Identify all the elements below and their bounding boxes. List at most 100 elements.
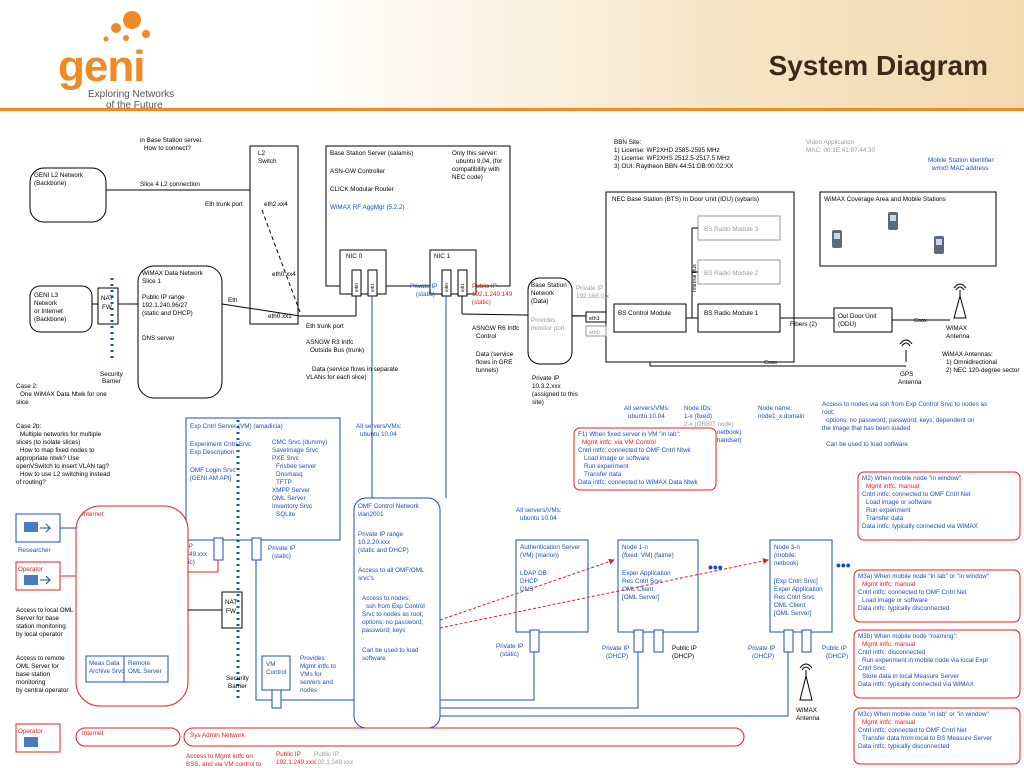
svg-text:Public IP: Public IP <box>314 751 339 758</box>
svg-text:Public IP: Public IP <box>472 283 497 290</box>
svg-text:openVSwitch to insert VLAN tag: openVSwitch to insert VLAN tag? <box>16 463 110 470</box>
svg-text:tunnels): tunnels) <box>476 367 498 374</box>
svg-text:Public IP: Public IP <box>672 645 697 652</box>
ellipsis-1: ••• <box>708 559 723 575</box>
svg-text:NAT: NAT <box>225 599 237 606</box>
researcher-label: Researcher <box>18 547 51 554</box>
svg-text:Provides: Provides <box>300 655 325 662</box>
svg-text:192.1.249.xxx: 192.1.249.xxx <box>314 759 354 766</box>
svg-text:eth0.xx4: eth0.xx4 <box>272 271 296 278</box>
svg-text:VLANs for each slice): VLANs for each slice) <box>306 374 367 381</box>
svg-text:DNS server: DNS server <box>142 335 175 342</box>
svg-text:Meas Data: Meas Data <box>89 660 120 667</box>
logo-dots-icon <box>103 11 150 42</box>
svg-text:[OML Server]: [OML Server] <box>774 610 811 617</box>
svg-text:MAC: 00:1E:41:97:44:30: MAC: 00:1E:41:97:44:30 <box>806 147 875 154</box>
remote-oml-server <box>123 655 169 683</box>
note-f1 <box>573 427 717 491</box>
access-remote-oml: Access to remote OML Server for base sta… <box>16 655 69 694</box>
svg-text:Data intfc: typically discon: Data intfc: typically disconnected <box>858 743 950 750</box>
svg-text:Res Cntrl Srvc: Res Cntrl Srvc <box>622 578 663 585</box>
svg-text:DNS: DNS <box>520 586 533 593</box>
svg-text:(ODU): (ODU) <box>838 321 856 328</box>
bbn-site: BBN Site: 1) License: WF2XHD 2585-2595 M… <box>614 139 734 170</box>
svg-text:WiMAX Data Network: WiMAX Data Network <box>142 270 204 277</box>
svg-text:Frisbee server: Frisbee server <box>276 463 316 470</box>
svg-text:Exp Cntrl Server (VM) (amadici: Exp Cntrl Server (VM) (amadicia) <box>190 423 283 430</box>
port-node3-wmx0 <box>801 629 812 653</box>
port-exp-eth1 <box>251 537 262 561</box>
logo-wordmark: geni <box>58 42 145 91</box>
svg-text:NIC 1: NIC 1 <box>434 253 451 260</box>
svg-text:(DHCP): (DHCP) <box>826 653 848 660</box>
svg-text:How to use L2 switching instea: How to use L2 switching instead <box>20 471 110 478</box>
svg-text:FW: FW <box>226 608 236 615</box>
svg-text:LDAP DB: LDAP DB <box>520 570 547 577</box>
svg-text:the image that has been loaded: the image that has been loaded <box>822 425 911 432</box>
svg-text:(DHCP): (DHCP) <box>672 653 694 660</box>
port-vm-eth2 <box>271 689 282 709</box>
svg-text:Authentication Server: Authentication Server <box>520 544 580 551</box>
svg-text:password; keys: password; keys <box>362 627 405 634</box>
svg-text:Out Door Unit: Out Door Unit <box>838 313 877 320</box>
svg-text:Internet: Internet <box>82 511 104 518</box>
svg-text:eth1: eth1 <box>370 283 375 292</box>
operator-icon <box>24 575 52 585</box>
port-auth-eth0 <box>529 629 540 653</box>
case2b-note: Case 2b: Multiple networks for multiple … <box>16 423 110 486</box>
svg-text:Data (service flows in separa: Data (service flows in separate <box>312 366 399 373</box>
svg-text:NIC 0: NIC 0 <box>346 253 363 260</box>
svg-text:Public IP: Public IP <box>822 645 847 652</box>
svg-text:192.1.240.96/27: 192.1.240.96/27 <box>142 302 188 309</box>
svg-text:TFTP: TFTP <box>276 479 292 486</box>
access-local-oml: Access to local OML Server for base stat… <box>16 607 74 638</box>
svg-text:[Exp Cntrl Srvc]: [Exp Cntrl Srvc] <box>774 578 818 585</box>
top-note: in Base Station server. How to connect? <box>140 137 203 152</box>
svg-text:PXE Srvc: PXE Srvc <box>272 455 299 462</box>
svg-text:Provides: Provides <box>531 317 556 324</box>
svg-text:Cntrl intfc: connected to OMF: Cntrl intfc: connected to OMF Cntrl Net <box>858 727 967 734</box>
out-door-unit <box>833 307 893 333</box>
ellipsis-2: ••• <box>836 557 851 573</box>
svg-text:OML Client: OML Client <box>622 586 654 593</box>
svg-text:Exper Application: Exper Application <box>622 570 671 577</box>
page-title: System Diagram <box>768 50 988 81</box>
svg-text:in Base Station server.: in Base Station server. <box>140 137 203 144</box>
svg-text:by central operator: by central operator <box>16 687 69 694</box>
svg-text:options: no password;: options: no password; <box>362 619 424 626</box>
svg-text:Run experiment: Run experiment <box>866 507 911 514</box>
svg-text:Case 2:: Case 2: <box>16 383 38 390</box>
svg-text:1) License: WF2XHD 2585-2595: 1) License: WF2XHD 2585-2595 MHz <box>614 147 720 154</box>
svg-text:Fibers (2): Fibers (2) <box>790 321 817 328</box>
port-node1-eth1 <box>653 629 664 653</box>
svg-text:Operator: Operator <box>18 728 43 735</box>
svg-text:Slice 1: Slice 1 <box>142 278 161 285</box>
svg-text:192.1.249.xxx: 192.1.249.xxx <box>276 759 316 766</box>
svg-text:BBN Site:: BBN Site: <box>614 139 642 146</box>
exp-control-server <box>185 417 341 541</box>
svg-text:Control: Control <box>476 333 496 340</box>
svg-text:OML Client: OML Client <box>774 602 806 609</box>
svg-text:Outside Bus (trunk): Outside Bus (trunk) <box>310 347 364 354</box>
operator-icon-2 <box>24 737 38 747</box>
svg-text:DHCP: DHCP <box>520 578 538 585</box>
svg-text:WiMAX RF AggMgr (5.2.2): WiMAX RF AggMgr (5.2.2) <box>330 204 405 211</box>
svg-text:192.168.0.x: 192.168.0.x <box>576 293 610 300</box>
bs-radio-module-2 <box>697 259 781 285</box>
svg-text:compatibility with: compatibility with <box>452 166 500 173</box>
svg-text:software: software <box>362 655 386 662</box>
svg-text:Private IP range: Private IP range <box>358 531 404 538</box>
svg-text:Run experiment in mobile node: Run experiment in mobile node via local … <box>862 657 988 664</box>
bs-radio-module-1 <box>697 303 781 333</box>
wimax-antennas-note: WiMAX Antennas: <box>942 351 993 358</box>
svg-text:or Internet: or Internet <box>34 308 63 315</box>
svg-text:2) NEC 120-degree sector: 2) NEC 120-degree sector <box>946 367 1020 374</box>
svg-text:All servers/VMs:: All servers/VMs: <box>356 423 402 430</box>
svg-text:Dnsmasq: Dnsmasq <box>276 471 303 478</box>
svg-text:(static): (static) <box>272 553 291 560</box>
svg-text:netbook): netbook) <box>774 560 799 567</box>
port-eth1-bts <box>585 311 607 323</box>
svg-text:10.3.2.xxx: 10.3.2.xxx <box>532 383 562 390</box>
header-rule <box>0 108 1024 111</box>
svg-text:Private IP: Private IP <box>602 645 629 652</box>
